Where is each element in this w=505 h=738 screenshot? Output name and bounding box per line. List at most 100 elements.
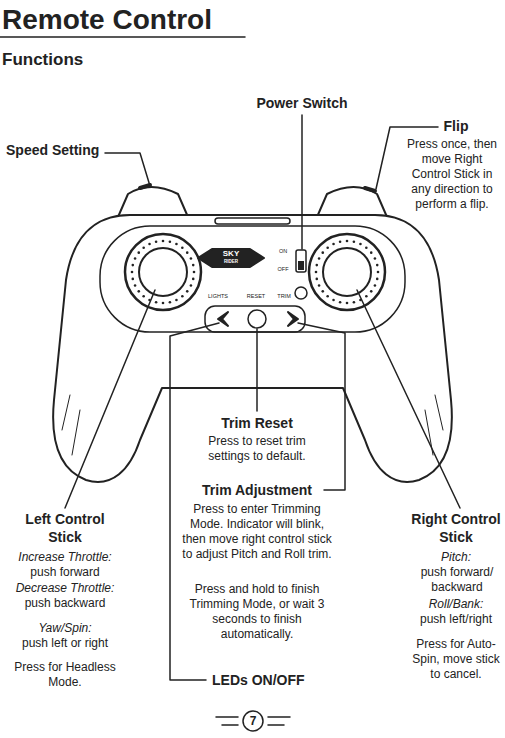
flip-bumper xyxy=(317,187,387,217)
callout-title: Trim Adjustment xyxy=(177,482,337,500)
stick-dot xyxy=(175,243,178,246)
face-panel xyxy=(100,226,405,332)
stick-dot xyxy=(134,257,137,260)
callout-text: Press to enter Trimming Mode. Indicator … xyxy=(182,502,332,562)
stick-dot xyxy=(155,301,158,304)
leader-line xyxy=(298,323,345,490)
stick-dot xyxy=(370,290,373,293)
callout-title: LEDs ON/OFF xyxy=(212,672,305,690)
stick-dot xyxy=(326,295,329,298)
leader-line xyxy=(256,329,258,411)
stick-dot xyxy=(376,264,379,267)
callout-text: push forward xyxy=(5,565,125,580)
stick-dot xyxy=(137,290,140,293)
switch-label: ON xyxy=(275,249,291,255)
callout-text: Press once, then move Right Control Stic… xyxy=(402,137,502,212)
callout-text: Press to reset trim settings to default. xyxy=(192,434,322,464)
bumper-button xyxy=(365,188,375,191)
logo-shape xyxy=(198,249,264,267)
stick-dot xyxy=(190,284,193,287)
top-slot xyxy=(215,218,290,224)
stick-dot xyxy=(142,246,145,249)
leader-line xyxy=(105,153,150,186)
power-switch xyxy=(296,250,306,272)
logo-text: SKY xyxy=(211,250,251,258)
function-name: Pitch: xyxy=(410,550,502,565)
leader-line xyxy=(170,323,219,680)
button-label: RESET xyxy=(241,294,271,300)
title-rule xyxy=(0,36,245,38)
stick-dot xyxy=(370,251,373,254)
stick-dot xyxy=(365,295,368,298)
left-stick xyxy=(139,248,187,296)
speed-bumper xyxy=(118,187,188,217)
callout-title: Left Control Stick xyxy=(10,511,120,546)
button-label: LIGHTS xyxy=(203,294,233,300)
stick-dot xyxy=(346,240,349,243)
logo-text: RIDER xyxy=(211,260,251,265)
stick-dot xyxy=(377,271,380,274)
stick-dot xyxy=(332,299,335,302)
switch-knob xyxy=(298,261,304,270)
stick-dot xyxy=(321,251,324,254)
page-title: Remote Control xyxy=(2,2,212,37)
stick-texture xyxy=(131,240,380,305)
bumper-button xyxy=(140,185,150,188)
stick-dot xyxy=(376,278,379,281)
callout-text: push forward/ backward xyxy=(414,565,500,595)
left-stick-ring xyxy=(125,234,201,310)
stick-dot xyxy=(131,264,134,267)
stick-dot xyxy=(186,290,189,293)
callout-text: push backward xyxy=(5,596,125,611)
stick-dot xyxy=(169,240,172,243)
function-name: Yaw/Spin: xyxy=(5,621,125,636)
stick-dot xyxy=(318,257,321,260)
stick-dot xyxy=(315,264,318,267)
callout-title: Flip xyxy=(411,118,501,136)
right-stick-ring xyxy=(309,234,385,310)
stick-dot xyxy=(190,257,193,260)
stick-dot xyxy=(315,278,318,281)
stick-dot xyxy=(181,246,184,249)
stick-dot xyxy=(353,301,356,304)
button-label: TRIM xyxy=(274,294,294,300)
page-circle xyxy=(243,711,263,731)
callout-text: Press and hold to finish Trimming Mode, … xyxy=(182,582,332,642)
section-heading: Functions xyxy=(2,49,83,70)
stick-dot xyxy=(339,301,342,304)
stick-dot xyxy=(186,251,189,254)
stick-dot xyxy=(365,246,368,249)
stick-dot xyxy=(131,271,134,274)
stick-dot xyxy=(169,301,172,304)
callout-text: push left/right xyxy=(410,612,502,627)
leader-line xyxy=(301,115,303,249)
stick-dot xyxy=(193,271,196,274)
callout-text: Press for Auto-Spin, move stick to cance… xyxy=(410,637,502,682)
stick-dot xyxy=(162,302,165,305)
stick-dot xyxy=(318,284,321,287)
stick-dot xyxy=(339,240,342,243)
reset-button xyxy=(248,310,266,328)
stick-dot xyxy=(359,243,362,246)
lights-button xyxy=(218,312,228,326)
stick-dot xyxy=(181,295,184,298)
stick-dot xyxy=(346,302,349,305)
controller-body xyxy=(53,215,452,482)
button-bar xyxy=(205,306,305,332)
callout-text: push left or right xyxy=(5,636,125,651)
stick-dot xyxy=(332,243,335,246)
stick-dot xyxy=(374,284,377,287)
callout-title: Speed Setting xyxy=(6,142,99,160)
stick-dot xyxy=(315,271,318,274)
stick-dot xyxy=(131,278,134,281)
callout-title: Power Switch xyxy=(232,95,372,113)
stick-dot xyxy=(134,284,137,287)
switch-label: OFF xyxy=(275,267,291,273)
stick-dot xyxy=(321,290,324,293)
function-name: Increase Throttle: xyxy=(5,550,125,565)
function-name: Roll/Bank: xyxy=(410,597,502,612)
stick-dot xyxy=(192,264,195,267)
stick-dot xyxy=(192,278,195,281)
function-name: Decrease Throttle: xyxy=(5,581,125,596)
trim-button xyxy=(288,312,298,326)
